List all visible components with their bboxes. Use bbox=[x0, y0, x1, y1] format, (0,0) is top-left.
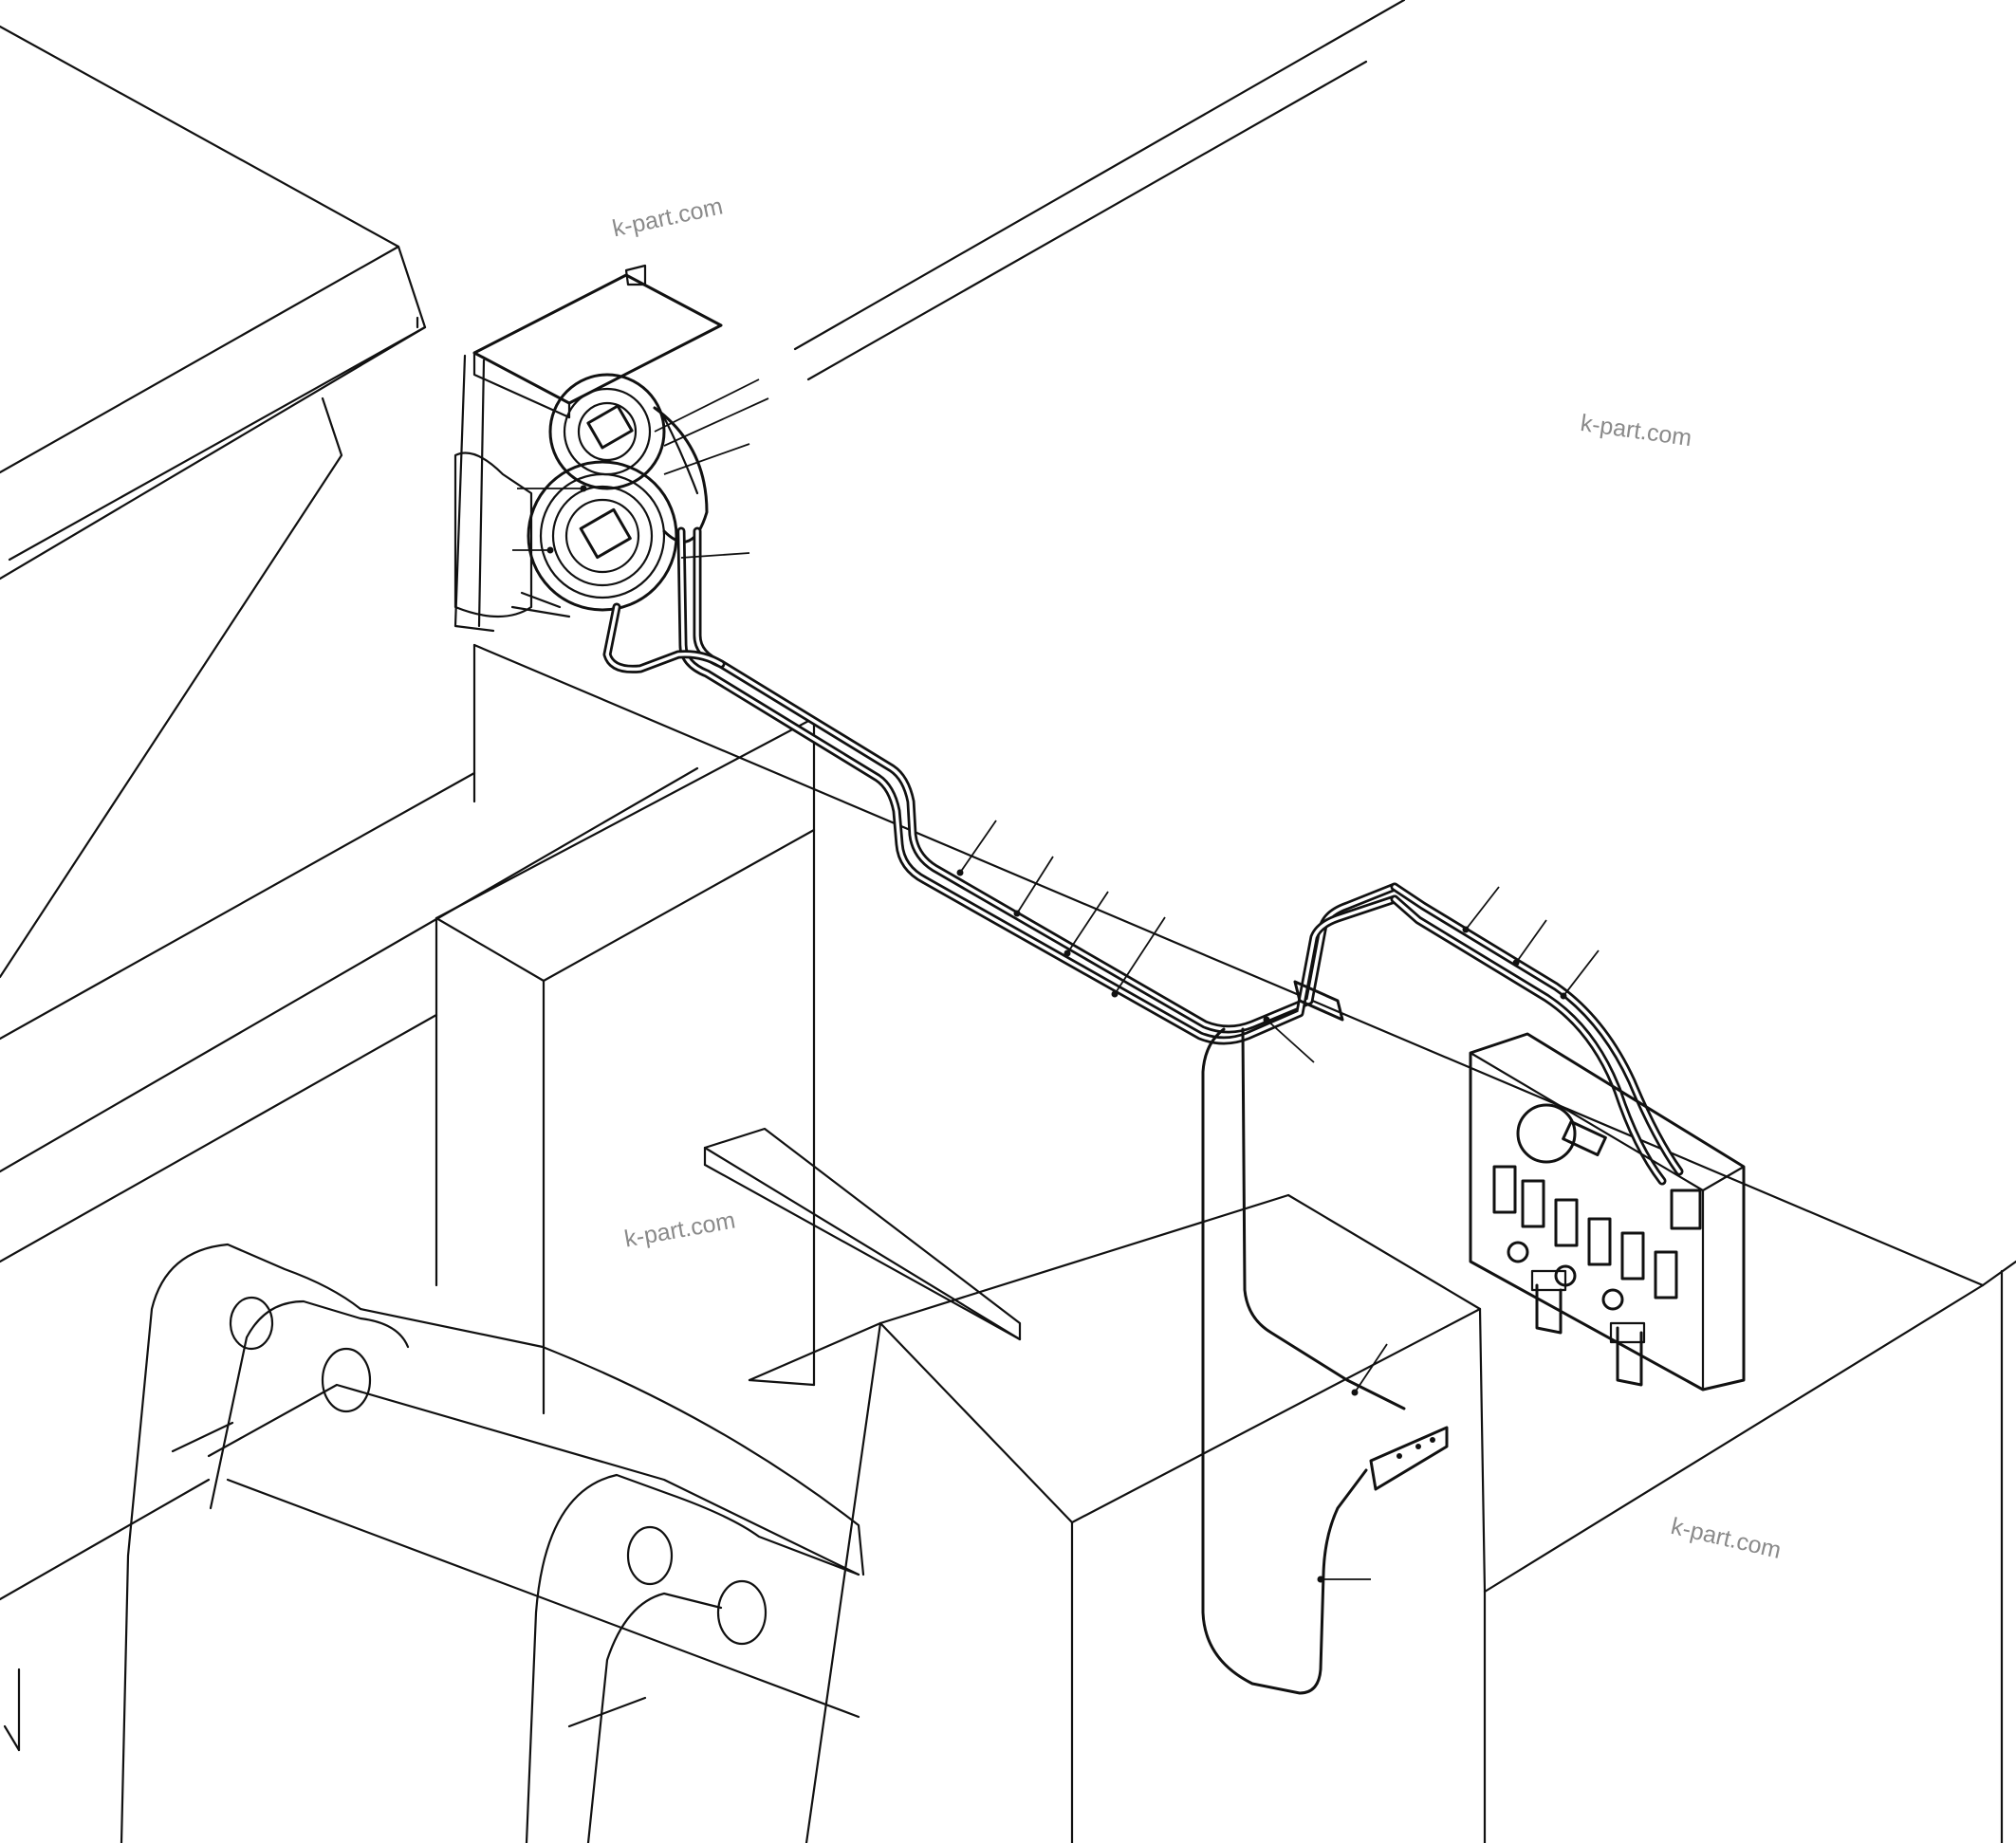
leader-11 bbox=[1266, 1019, 1315, 1063]
cross-plank bbox=[703, 1127, 1022, 1341]
leader-14 bbox=[1563, 949, 1600, 997]
pin-hole-4 bbox=[716, 1579, 768, 1646]
leader-3 bbox=[663, 443, 750, 475]
leader-8 bbox=[1016, 856, 1054, 914]
pin-hole-3 bbox=[626, 1525, 674, 1586]
left-hood-structure bbox=[0, 25, 427, 979]
pin-hole-2 bbox=[321, 1347, 372, 1413]
part-leaders bbox=[512, 378, 1600, 1583]
leader-9 bbox=[1066, 891, 1109, 954]
leader-13 bbox=[1515, 919, 1547, 964]
control-valve-block bbox=[1469, 1032, 1746, 1391]
boom-bracket bbox=[3, 1243, 865, 1843]
pin-hole-1 bbox=[229, 1296, 274, 1351]
leader-4 bbox=[680, 552, 750, 559]
front-box bbox=[748, 1193, 1487, 1843]
leader-15 bbox=[1354, 1343, 1388, 1393]
hose-bundle bbox=[602, 526, 1684, 1695]
center-block-rear bbox=[435, 716, 816, 1415]
leader-10 bbox=[1114, 916, 1166, 995]
leader-2 bbox=[663, 397, 769, 447]
leader-1 bbox=[654, 378, 760, 433]
clamp-brackets bbox=[1293, 980, 1449, 1491]
leader-7 bbox=[959, 820, 997, 874]
fan-cooler-unit bbox=[453, 264, 723, 633]
leader-12 bbox=[1465, 886, 1500, 931]
